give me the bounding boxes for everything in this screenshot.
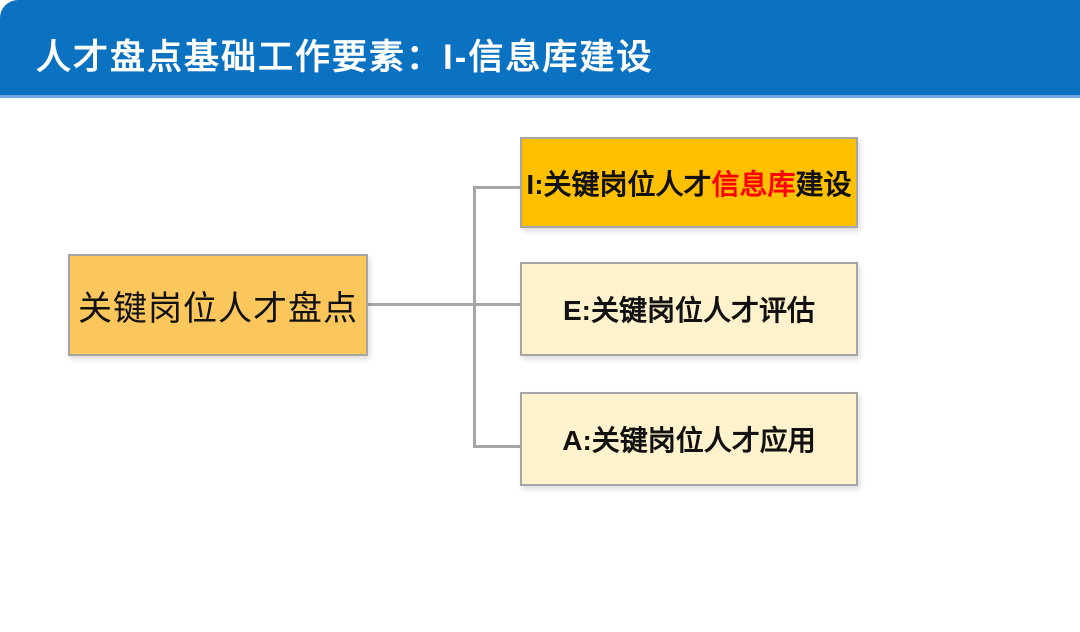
connector-trunk-vertical — [473, 186, 476, 448]
node-i-label-prefix: I:关键岗位人才 — [526, 168, 712, 200]
node-e-talent-evaluation: E:关键岗位人才评估 — [520, 262, 858, 356]
connector-branch-top — [476, 186, 520, 189]
node-i-information-database: I:关键岗位人才信息库建设 — [520, 137, 858, 228]
node-i-label-suffix: 建设 — [795, 168, 852, 200]
slide-title: 人才盘点基础工作要素：I-信息库建设 — [36, 38, 654, 77]
node-i-label-highlight: 信息库 — [711, 168, 796, 200]
connector-branch-bottom — [476, 445, 520, 448]
node-i-label: I:关键岗位人才信息库建设 — [526, 163, 851, 203]
node-root-talent-review: 关键岗位人才盘点 — [68, 254, 368, 356]
node-e-label: E:关键岗位人才评估 — [562, 295, 815, 326]
connector-root-horizontal — [368, 303, 473, 306]
slide-header-bar: 人才盘点基础工作要素：I-信息库建设 — [0, 0, 1080, 98]
node-a-label: A:关键岗位人才应用 — [562, 425, 816, 456]
connector-branch-middle — [476, 303, 520, 306]
node-a-talent-application: A:关键岗位人才应用 — [520, 392, 858, 486]
node-root-label: 关键岗位人才盘点 — [78, 289, 358, 328]
